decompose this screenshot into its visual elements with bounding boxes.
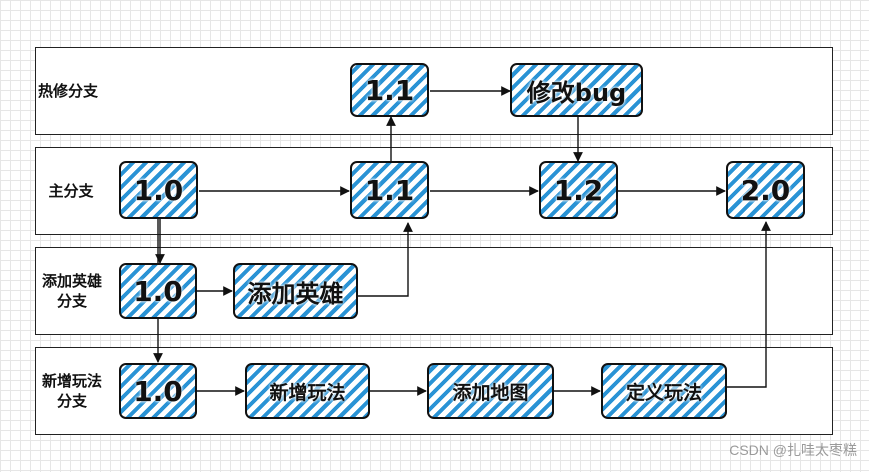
node-define-gameplay-label: 定义玩法	[625, 381, 702, 404]
lane-label-add-hero: 添加英雄分支	[41, 272, 102, 310]
arrow-add-hero-to-main-1-1	[358, 222, 413, 297]
lane-label-main: 主分支	[48, 182, 94, 200]
node-gameplay-1-0-label: 1.0	[133, 374, 183, 408]
watermark: CSDN @扎哇太枣糕	[729, 442, 857, 458]
node-hero-1-0[interactable]: 1.0	[119, 263, 197, 319]
node-add-map[interactable]: 添加地图	[427, 363, 554, 419]
arrow-define-to-main-2-0	[727, 221, 771, 388]
node-fix-bug-label: 修改bug	[526, 78, 627, 107]
lane-label-new-gameplay: 新增玩法分支	[41, 372, 102, 410]
node-fix-bug[interactable]: 修改bug	[510, 63, 643, 117]
node-add-map-label: 添加地图	[452, 381, 529, 404]
node-main-1-1[interactable]: 1.1	[350, 161, 429, 219]
node-gameplay-1-0[interactable]: 1.0	[119, 363, 197, 419]
node-main-1-0[interactable]: 1.0	[119, 161, 198, 219]
node-main-1-2-label: 1.2	[553, 173, 604, 207]
node-hero-1-0-label: 1.0	[133, 274, 183, 308]
node-main-1-1-label: 1.1	[364, 173, 415, 207]
lane-label-hotfix: 热修分支	[38, 82, 99, 100]
node-new-gameplay[interactable]: 新增玩法	[245, 363, 370, 419]
node-main-2-0-label: 2.0	[740, 173, 791, 207]
node-add-hero[interactable]: 添加英雄	[233, 263, 358, 319]
node-hotfix-1-1[interactable]: 1.1	[350, 63, 429, 117]
node-add-hero-label: 添加英雄	[247, 279, 344, 308]
node-main-2-0[interactable]: 2.0	[726, 161, 805, 219]
node-main-1-0-label: 1.0	[133, 173, 184, 207]
node-main-1-2[interactable]: 1.2	[539, 161, 618, 219]
node-new-gameplay-label: 新增玩法	[269, 381, 346, 404]
node-define-gameplay[interactable]: 定义玩法	[601, 363, 727, 419]
node-hotfix-1-1-label: 1.1	[364, 73, 415, 107]
